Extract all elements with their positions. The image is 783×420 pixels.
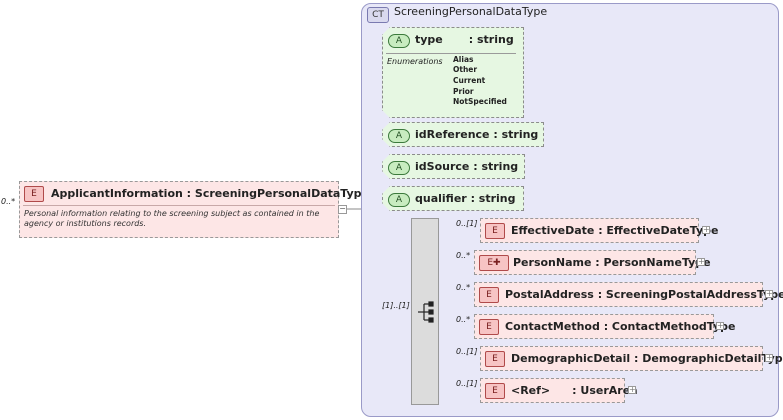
attribute-idreference[interactable]: A idReference : string (382, 122, 544, 147)
element-label: PersonName : PersonNameType (513, 256, 711, 269)
attribute-type[interactable]: A type : string (382, 27, 524, 118)
child-cardinality: 0..[1] (456, 347, 478, 356)
element-type: : ContactMethodType (603, 320, 736, 333)
root-documentation: Personal information relating to the scr… (24, 209, 320, 228)
enum-value: Alias (453, 55, 474, 64)
attribute-qualifier[interactable]: A qualifier : string (382, 186, 524, 211)
root-element-type: : ScreeningPersonalDataType (186, 187, 370, 200)
element-type: : UserArea (572, 384, 638, 397)
element-label: EffectiveDate : EffectiveDateType (511, 224, 718, 237)
element-postaladdress[interactable]: E PostalAddress : ScreeningPostalAddress… (474, 282, 783, 307)
element-name: ContactMethod (505, 320, 600, 333)
element-icon: E (485, 351, 505, 367)
root-element-label: ApplicantInformation : ScreeningPersonal… (51, 187, 369, 200)
sequence-compositor[interactable] (411, 218, 439, 405)
element-name: PostalAddress (505, 288, 594, 301)
attribute-name: idSource (415, 160, 470, 173)
enum-value: Current (453, 76, 486, 85)
attribute-label: type : string (415, 33, 514, 46)
element-icon: E (485, 383, 505, 399)
child-cardinality: 0..* (456, 315, 471, 324)
element-label: PostalAddress : ScreeningPostalAddressTy… (505, 288, 783, 301)
element-userarea-ref[interactable]: E <Ref> : UserArea (480, 378, 638, 403)
element-effectivedate[interactable]: E EffectiveDate : EffectiveDateType (480, 218, 718, 243)
applicant-information-element[interactable]: E ApplicantInformation : ScreeningPerson… (19, 181, 369, 238)
element-contactmethod[interactable]: E ContactMethod : ContactMethodType (474, 314, 735, 339)
element-demographicdetail[interactable]: E DemographicDetail : DemographicDetailT… (480, 346, 783, 371)
attribute-type-value: : string (468, 33, 514, 46)
expand-icon[interactable]: + (697, 257, 705, 266)
child-cardinality: 0..* (456, 251, 471, 260)
element-type: : DemographicDetailType (634, 352, 783, 365)
root-element-name: ApplicantInformation (51, 187, 183, 200)
complex-type-icon: CT (367, 7, 389, 23)
attribute-icon: A (388, 193, 410, 207)
element-name: PersonName (513, 256, 592, 269)
divider (23, 205, 335, 206)
attribute-name: qualifier (415, 192, 467, 205)
child-cardinality: 0..* (456, 283, 471, 292)
element-icon: E (479, 287, 499, 303)
attribute-name: type (415, 33, 443, 46)
attribute-icon: A (388, 34, 410, 48)
complex-type-title: ScreeningPersonalDataType (394, 5, 548, 18)
element-icon: E (24, 186, 44, 202)
attribute-idsource[interactable]: A idSource : string (382, 154, 525, 179)
attribute-label: idSource : string (415, 160, 518, 173)
attribute-icon: A (388, 129, 410, 143)
element-label: ContactMethod : ContactMethodType (505, 320, 735, 333)
child-cardinality: 0..[1] (456, 219, 478, 228)
element-label: DemographicDetail : DemographicDetailTyp… (511, 352, 783, 365)
element-type: : PersonNameType (595, 256, 711, 269)
attribute-label: qualifier : string (415, 192, 516, 205)
enum-value: Prior (453, 87, 474, 96)
attribute-type-value: : string (473, 160, 519, 173)
element-type: : EffectiveDateType (598, 224, 719, 237)
element-label: <Ref> : UserArea (511, 384, 638, 397)
attribute-type-value: : string (493, 128, 539, 141)
attribute-icon: A (388, 161, 410, 175)
enum-value: NotSpecified (453, 97, 507, 106)
element-icon: E✚ (479, 255, 509, 271)
attribute-label: idReference : string (415, 128, 538, 141)
root-cardinality: 0..* (1, 197, 16, 206)
expand-icon[interactable]: + (628, 385, 636, 394)
expand-icon[interactable]: + (702, 225, 710, 234)
expand-icon[interactable]: + (765, 289, 773, 298)
attribute-type-value: : string (470, 192, 516, 205)
expand-icon[interactable]: + (716, 321, 724, 330)
child-cardinality: 0..[1] (456, 379, 478, 388)
element-type: : ScreeningPostalAddressType (597, 288, 783, 301)
element-name: EffectiveDate (511, 224, 595, 237)
element-name: DemographicDetail (511, 352, 631, 365)
element-icon: E (479, 319, 499, 335)
enum-value: Other (453, 65, 478, 74)
expand-icon[interactable]: + (765, 353, 773, 362)
attribute-name: idReference (415, 128, 490, 141)
element-personname[interactable]: E✚ PersonName : PersonNameType (474, 250, 711, 275)
element-icon: E (485, 223, 505, 239)
enumeration-divider (386, 53, 516, 54)
enumerations-label: Enumerations (387, 57, 443, 66)
collapse-toggle[interactable]: − (338, 204, 347, 214)
element-name: <Ref> (511, 384, 551, 397)
sequence-cardinality: [1]..[1] (382, 301, 410, 310)
sequence-icon (418, 301, 434, 323)
